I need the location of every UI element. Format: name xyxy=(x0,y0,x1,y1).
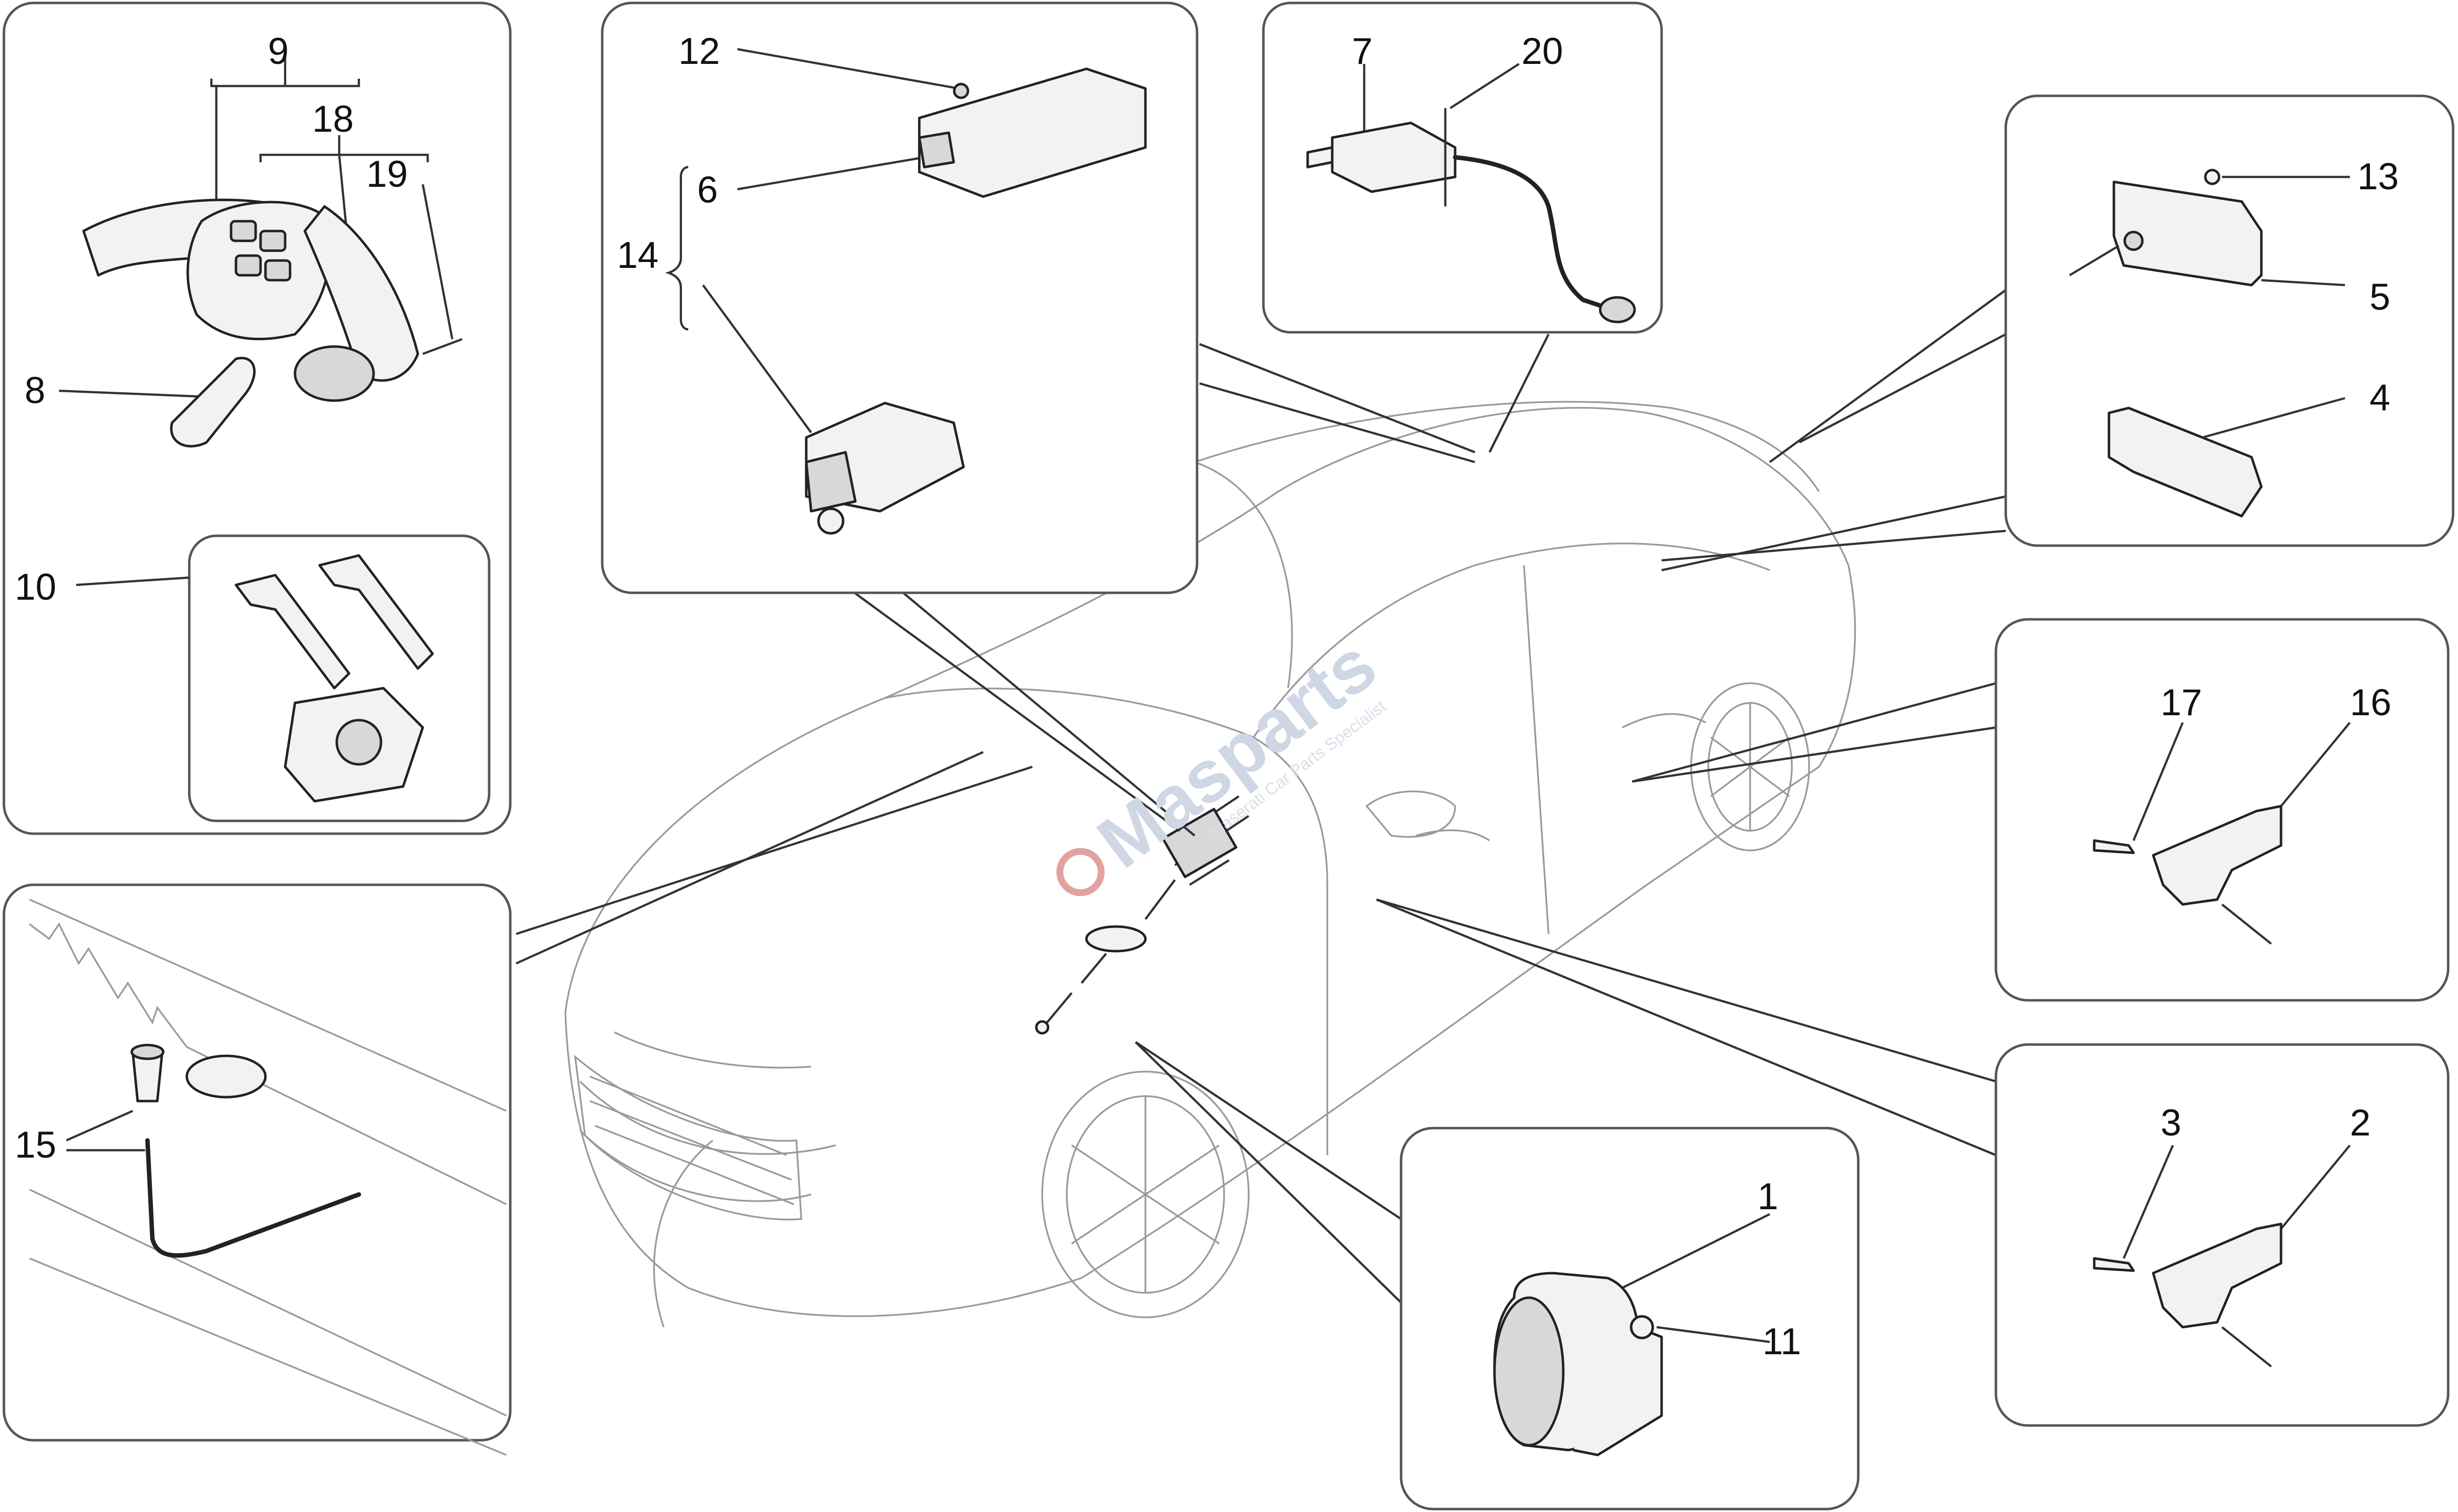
steering-column-parts xyxy=(1035,795,1250,1035)
callout-16: 16 xyxy=(2350,682,2392,724)
box-sensors xyxy=(2004,94,2455,547)
callout-1: 1 xyxy=(1757,1176,1778,1218)
callout-7: 7 xyxy=(1352,30,1373,72)
callout-4: 4 xyxy=(2370,377,2390,419)
callout-20: 20 xyxy=(1522,30,1563,72)
callout-10: 10 xyxy=(15,566,57,608)
watermark: Masparts Maserati Car Parts Specialist xyxy=(1056,623,1391,897)
leader-lines xyxy=(516,289,2007,1304)
box-antenna-module xyxy=(1262,1,1663,334)
box-siren xyxy=(1400,1127,1860,1511)
callout-11: 11 xyxy=(1762,1321,1801,1363)
callout-5: 5 xyxy=(2370,276,2390,318)
watermark-brand: Masparts xyxy=(1083,623,1391,884)
box-bonnet-switch xyxy=(2,883,512,1456)
callout-labels: 9 18 19 8 10 15 12 6 14 7 20 13 5 4 17 1… xyxy=(15,30,2399,1363)
callout-18: 18 xyxy=(312,98,354,140)
callout-6: 6 xyxy=(697,169,718,211)
callout-15: 15 xyxy=(15,1124,57,1166)
callout-8: 8 xyxy=(25,370,45,411)
callout-3: 3 xyxy=(2161,1102,2181,1144)
callout-2: 2 xyxy=(2350,1102,2370,1144)
box-bracket-a xyxy=(1994,618,2450,1002)
watermark-logo-icon xyxy=(1056,848,1105,897)
callout-13: 13 xyxy=(2357,156,2399,198)
callout-9: 9 xyxy=(268,30,289,72)
box-emergency-keys xyxy=(76,534,491,822)
car-outline xyxy=(564,401,1856,1328)
box-bracket-b xyxy=(1994,1043,2450,1427)
box-control-module xyxy=(601,1,1199,594)
callout-17: 17 xyxy=(2161,682,2202,724)
callout-12: 12 xyxy=(678,30,720,72)
callout-19: 19 xyxy=(366,153,408,195)
callout-14: 14 xyxy=(617,234,659,276)
